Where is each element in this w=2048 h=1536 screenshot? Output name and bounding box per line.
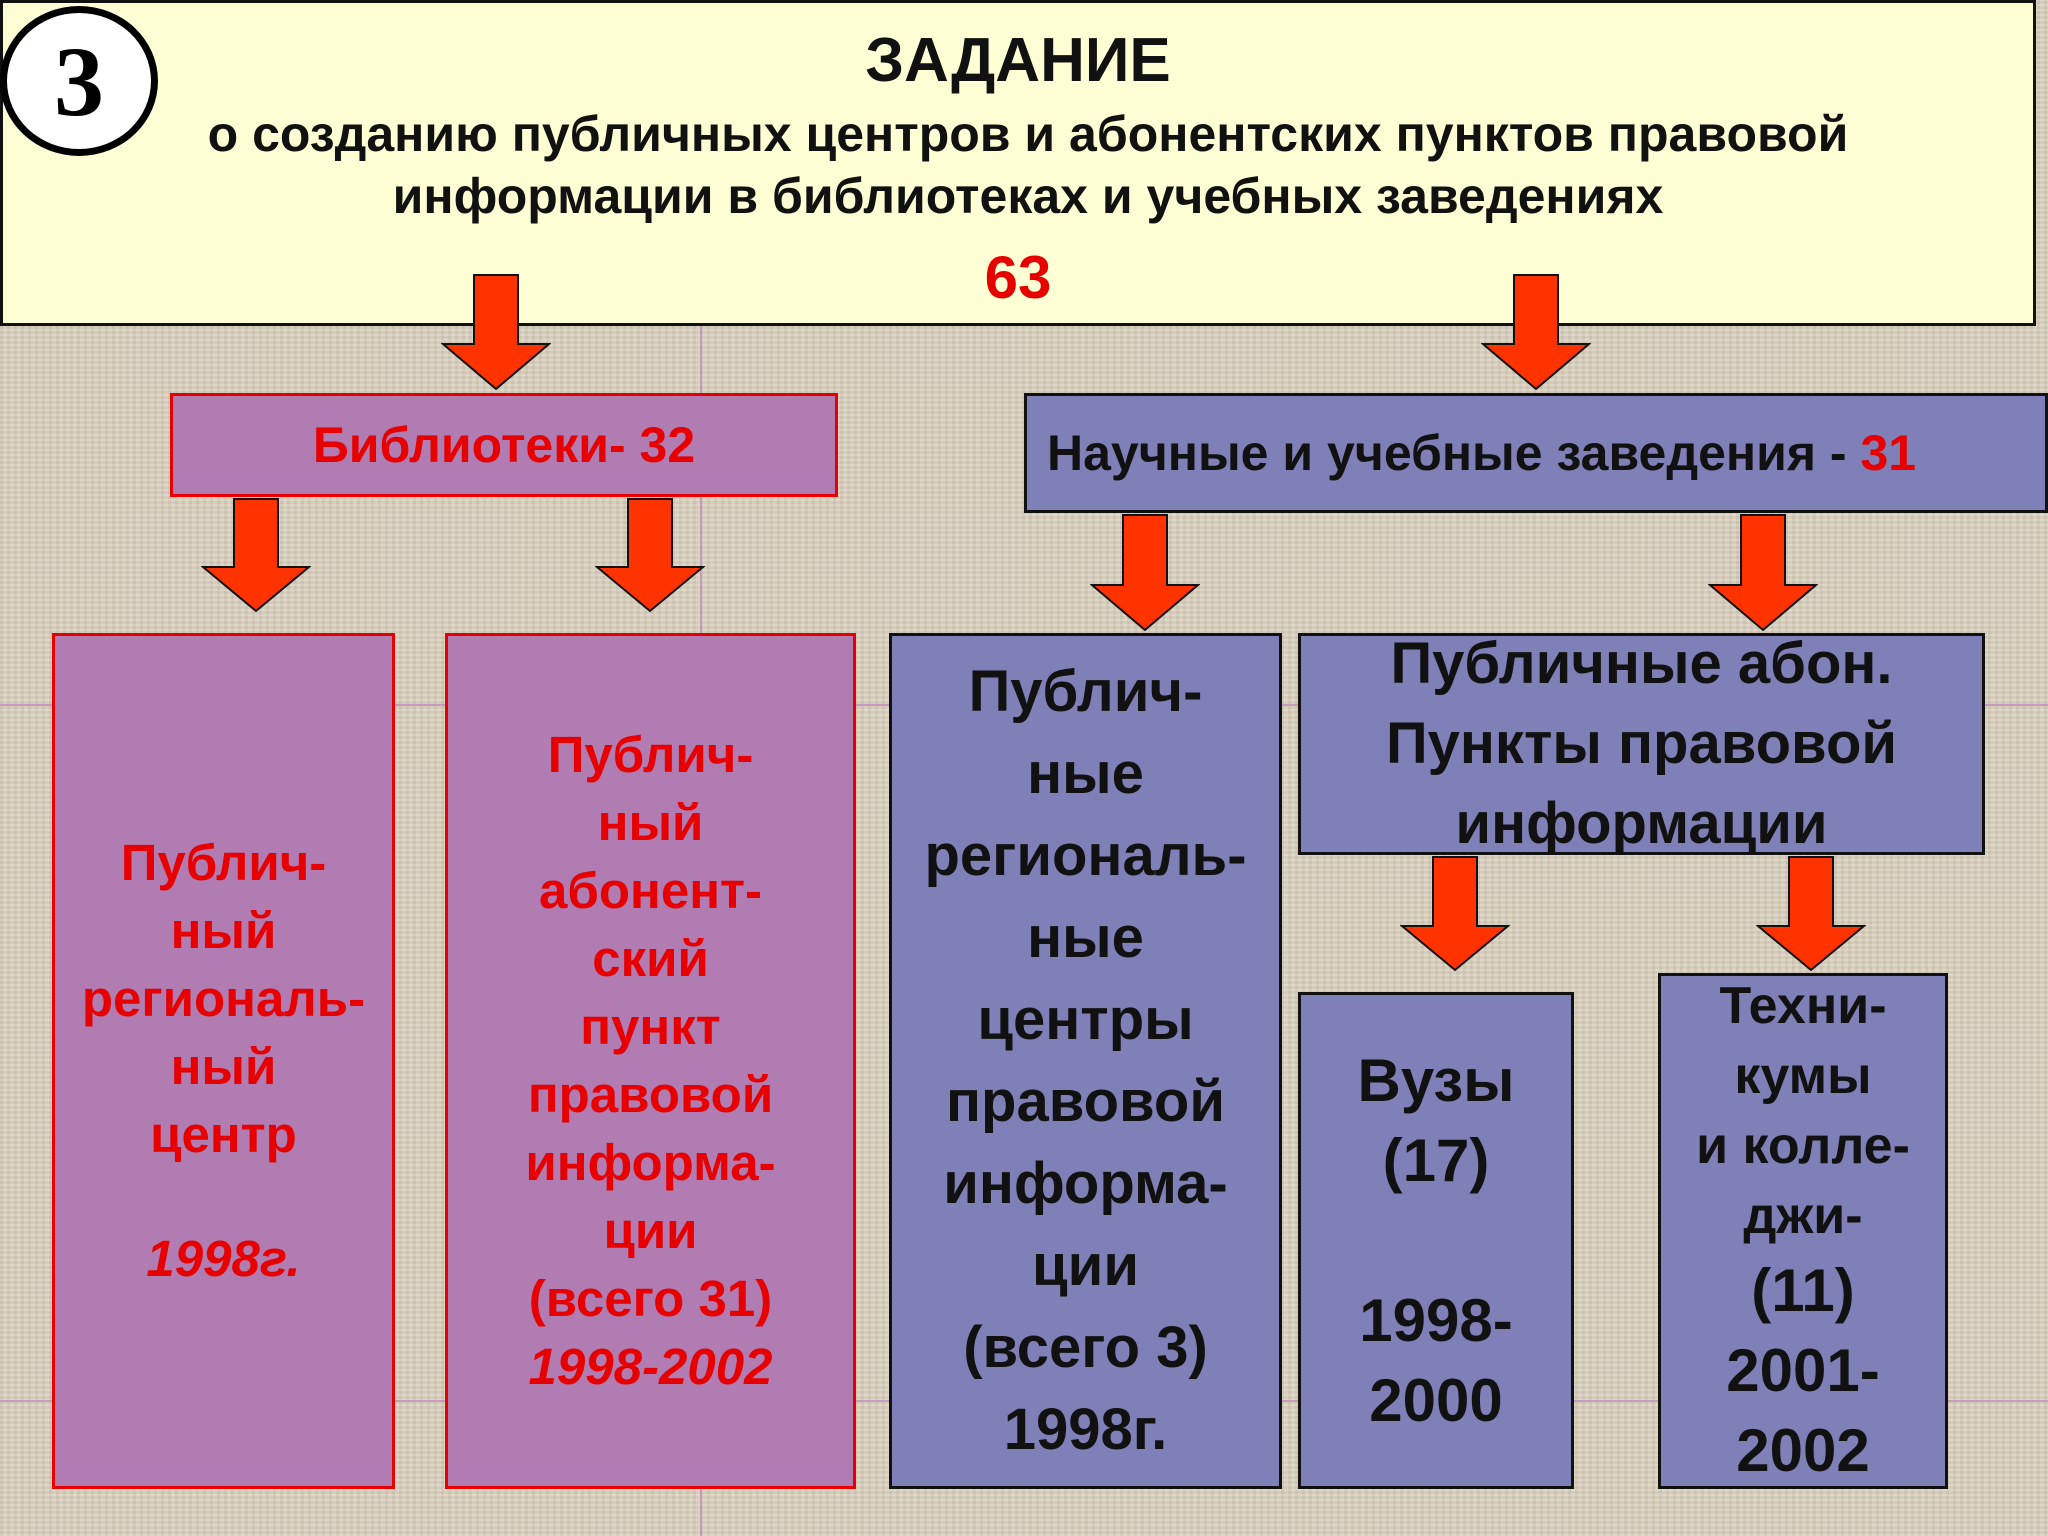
arrow-to-subscriber-point — [595, 498, 705, 613]
universities-box: Вузы (17) 1998- 2000 — [1298, 992, 1574, 1489]
header-total: 63 — [984, 244, 1052, 311]
institutions-box: Научные и учебные заведения - 31 — [1024, 393, 2048, 513]
header-panel: ЗАДАНИЕ о созданию публичных центров и а… — [0, 0, 2036, 326]
library-regional-center-year: 1998г. — [146, 1230, 301, 1287]
library-subscriber-point-years: 1998-2002 — [528, 1338, 773, 1395]
arrow-to-regional-center — [201, 498, 311, 613]
colleges-count: (11) — [1751, 1257, 1855, 1324]
colleges-years: 2001- 2002 — [1726, 1337, 1880, 1484]
library-regional-center-box: Публич- ный региональ- ный центр 1998г. — [52, 633, 395, 1489]
universities-label: Вузы (17) — [1357, 1046, 1515, 1194]
slide-number-badge: 3 — [0, 6, 158, 156]
arrow-to-colleges — [1756, 856, 1866, 972]
public-points-text: Публичные абон. Пункты правовой информац… — [1385, 631, 1898, 856]
header-subtitle: о созданию публичных центров и абонентск… — [207, 106, 1849, 224]
institutions-label: Научные и учебные заведения - — [1047, 425, 1861, 481]
universities-years: 1998- 2000 — [1359, 1286, 1513, 1434]
institutions-count: 31 — [1860, 425, 1917, 481]
arrow-to-public-points — [1708, 514, 1818, 632]
colleges-box: Техни- кумы и колле- джи- (11) 2001- 200… — [1658, 973, 1948, 1489]
colleges-label: Техни- кумы и колле- джи- — [1696, 977, 1910, 1245]
libraries-box: Библиотеки- 32 — [170, 393, 838, 497]
library-subscriber-point-box: Публич- ный абонент- ский пункт правовой… — [445, 633, 856, 1489]
arrow-to-libraries — [441, 274, 551, 391]
arrow-to-universities — [1400, 856, 1510, 972]
library-subscriber-point-text: Публич- ный абонент- ский пункт правовой… — [525, 726, 776, 1327]
arrow-to-institutions — [1481, 274, 1591, 391]
library-regional-center-text: Публич- ный региональ- ный центр — [81, 834, 366, 1163]
public-points-box: Публичные абон. Пункты правовой информац… — [1298, 631, 1985, 856]
institution-regional-centers-box: Публич- ные региональ- ные центры правов… — [889, 633, 1282, 1489]
header-title: ЗАДАНИЕ — [865, 26, 1171, 95]
institution-regional-centers-text: Публич- ные региональ- ные центры правов… — [924, 659, 1247, 1462]
arrow-to-inst-centers — [1090, 514, 1200, 632]
